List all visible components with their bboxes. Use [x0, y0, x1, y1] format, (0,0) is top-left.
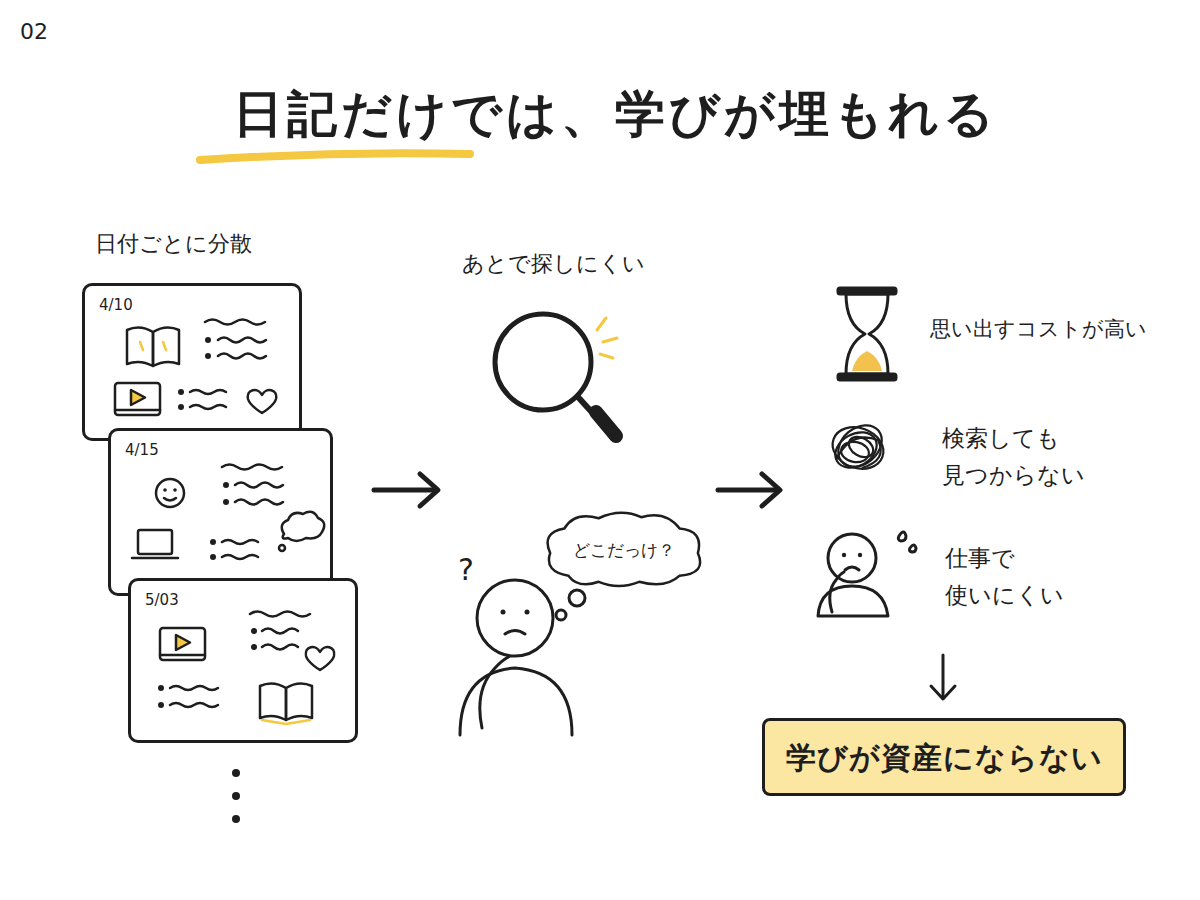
issue-text: 検索しても 見つからない: [942, 420, 1107, 494]
diary-card: 4/15: [108, 428, 333, 596]
section-label: あとで探しにくい: [462, 248, 645, 280]
date-label: 4/15: [125, 441, 159, 461]
date-label: 5/03: [145, 591, 179, 611]
node-text: 学びが資産にならない: [786, 738, 1103, 777]
page-number: 02: [20, 16, 48, 48]
section-label: 日付ごとに分散: [95, 228, 252, 260]
date-label: 4/10: [99, 296, 133, 316]
node-text: どこだっけ？: [573, 539, 675, 561]
title: 日記だけでは、学びが埋もれる: [215, 78, 1015, 151]
question-mark: ?: [458, 548, 474, 592]
result-box: 学びが資産にならない: [762, 718, 1126, 796]
issue-text: 思い出すコストが高い: [930, 314, 1147, 344]
diary-card: 4/10: [82, 283, 302, 441]
thought-bubble: どこだっけ？: [538, 508, 710, 590]
issue-text: 仕事で 使いにくい: [945, 540, 1095, 614]
diary-card: 5/03: [128, 578, 358, 743]
